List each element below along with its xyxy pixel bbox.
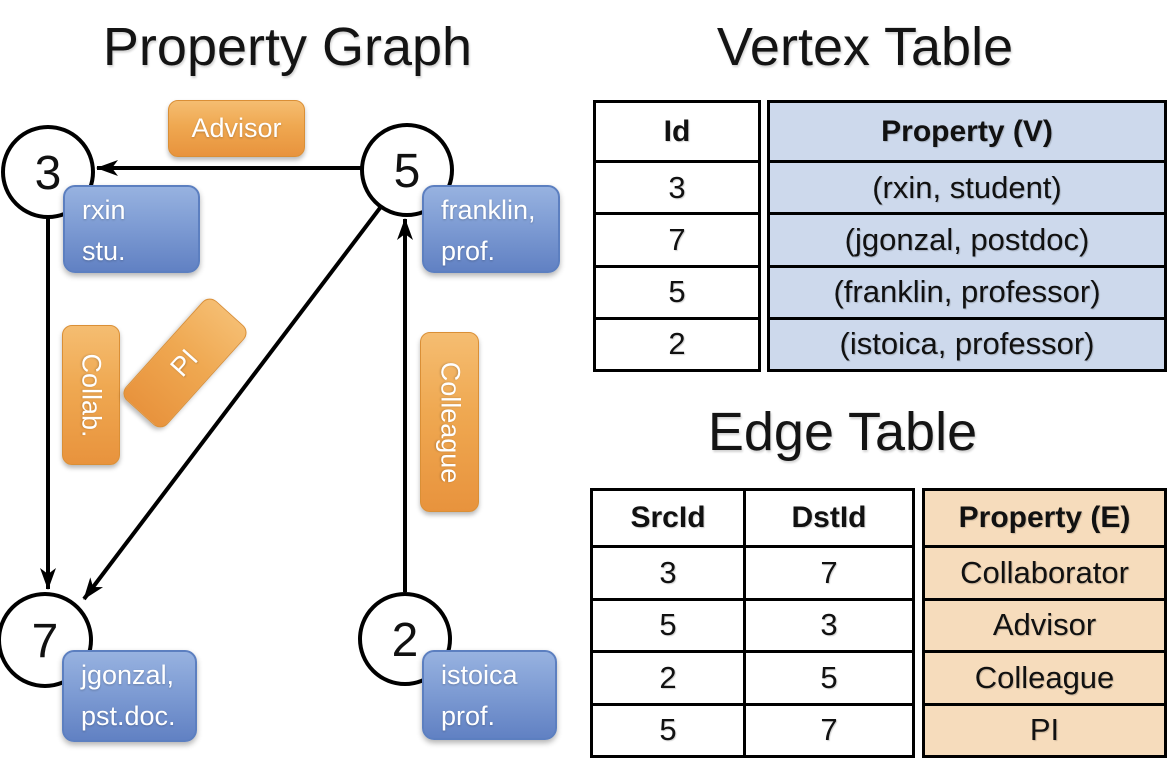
vertex-table-header-id: Id [663, 114, 691, 148]
vertex-table-property-cell: (istoica, professor) [770, 316, 1164, 369]
vertex-table-property-cell: (rxin, student) [770, 160, 1164, 212]
vertex-table-id-cell: 7 [596, 212, 758, 264]
edge-arrow-pi-5-to-7 [82, 202, 385, 601]
edge-label-pi-text: PI [164, 343, 205, 383]
edge-table-property-column: Property (E) Collaborator Advisor Collea… [922, 488, 1167, 758]
edge-table-property-cell: Advisor [925, 597, 1164, 651]
edge-table-dstid-cell: 5 [743, 650, 912, 703]
vertex-property-line: stu. [82, 236, 126, 266]
edge-label-advisor-text: Advisor [191, 113, 282, 143]
vertex-table-property-cell: (jgonzal, postdoc) [770, 212, 1164, 264]
edge-table-header-dstid: DstId [743, 491, 912, 545]
edge-table-srcid-cell: 3 [593, 545, 743, 598]
vertex-property-line: rxin [82, 195, 126, 225]
edge-table-property-cell: Colleague [925, 650, 1164, 703]
vertex-id-5: 5 [394, 145, 421, 198]
property-graph-diagram: 3 5 7 2 [0, 123, 454, 688]
vertex-property-box-7: jgonzal, pst.doc. [62, 650, 197, 742]
edge-table-dstid-cell: 7 [743, 545, 912, 598]
vertex-property-line: pst.doc. [81, 701, 176, 731]
vertex-property-box-5: franklin, prof. [422, 185, 560, 273]
vertex-property-box-2: istoica prof. [422, 650, 557, 740]
vertex-property-line: prof. [441, 236, 496, 266]
vertex-property-line: jgonzal, [81, 660, 175, 690]
edge-table-srcid-cell: 2 [593, 650, 743, 703]
edge-table-title: Edge Table [707, 402, 978, 462]
property-graph-title: Property Graph [102, 17, 473, 77]
vertex-id-7: 7 [32, 615, 59, 668]
edge-table-header-srcid: SrcId [630, 501, 706, 534]
vertex-property-line: prof. [441, 701, 496, 731]
edge-table-property-cell: Collaborator [925, 545, 1164, 598]
vertex-id-2: 2 [392, 614, 419, 667]
edge-label-colleague: Colleague [420, 332, 479, 512]
vertex-property-box-3: rxin stu. [63, 185, 200, 273]
vertex-table-id-cell: 2 [596, 316, 758, 369]
vertex-table-id-column: Id 3 7 5 2 [593, 100, 761, 372]
edge-label-advisor: Advisor [168, 100, 305, 157]
vertex-table-id-cell: 3 [596, 160, 758, 212]
edge-table-dstid-cell: 3 [743, 597, 912, 650]
edge-table-srcid-cell: 5 [593, 597, 743, 651]
edge-table-srcid-cell: 5 [593, 702, 743, 756]
edge-table-id-columns: SrcId DstId 3 7 5 3 2 5 5 7 [590, 488, 915, 758]
vertex-table-title: Vertex Table [716, 17, 1014, 77]
edge-table-property-cell: PI [925, 702, 1164, 756]
vertex-table-property-cell: (franklin, professor) [770, 264, 1164, 317]
edge-label-collab-text: Collab. [76, 352, 107, 438]
vertex-id-3: 3 [35, 147, 62, 200]
edge-table-dstid-cell: 7 [743, 702, 912, 755]
vertex-table-property-column: Property (V) (rxin, student) (jgonzal, p… [767, 100, 1167, 372]
edge-table-header-property: Property (E) [958, 501, 1131, 534]
vertex-property-line: franklin, [441, 195, 536, 225]
vertex-table-id-cell: 5 [596, 264, 758, 317]
vertex-table-header-property: Property (V) [881, 114, 1053, 148]
vertex-property-line: istoica [441, 660, 518, 690]
edge-label-collab: Collab. [62, 325, 120, 465]
edge-label-colleague-text: Colleague [435, 361, 465, 483]
